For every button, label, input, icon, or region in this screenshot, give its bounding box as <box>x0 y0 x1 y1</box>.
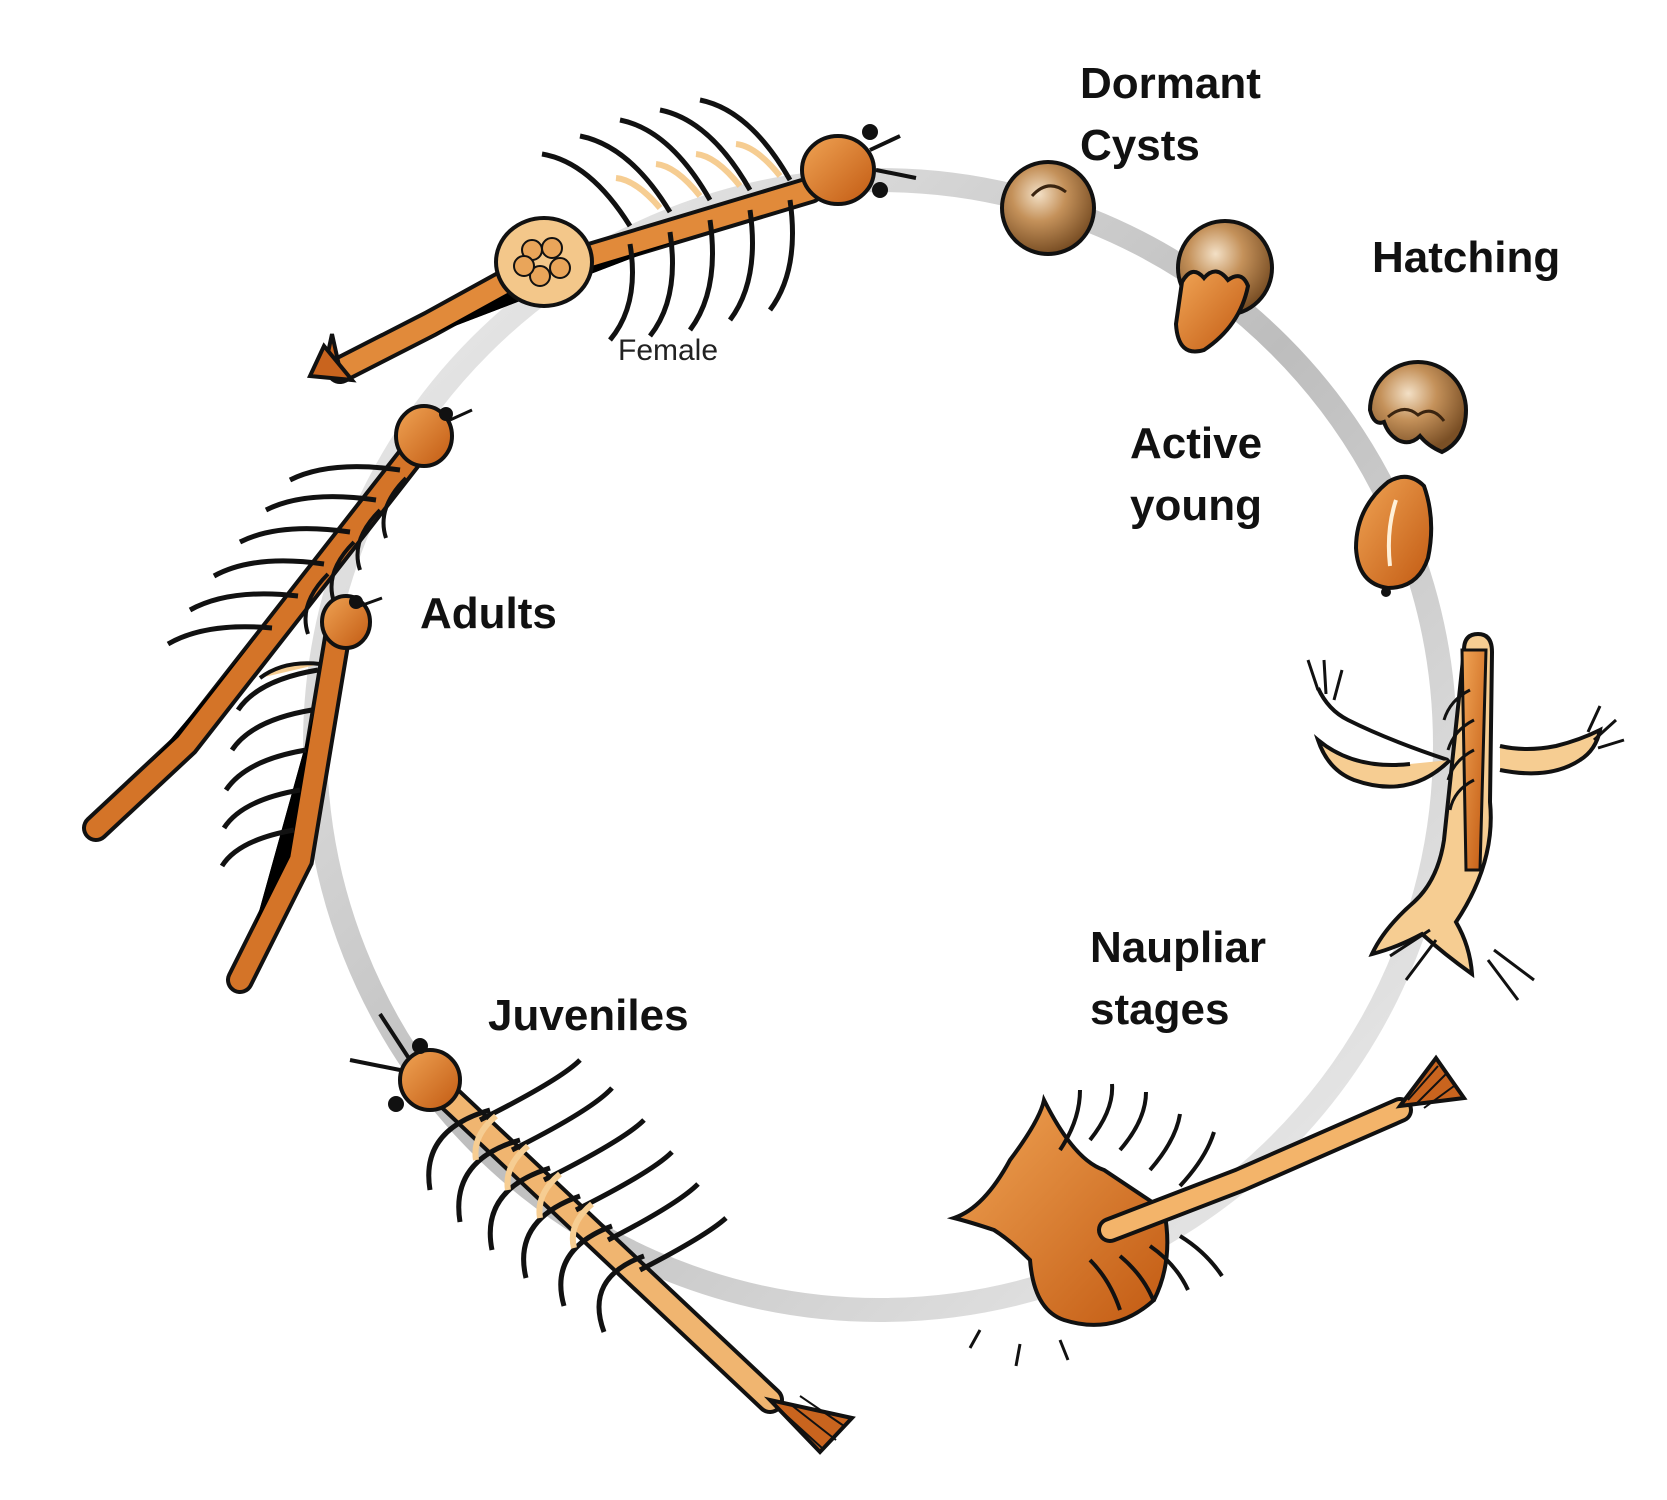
naupliar-stages-label-line2: stages <box>1090 985 1229 1034</box>
adult-pair-illustration <box>82 404 473 994</box>
active-young-illustration <box>1353 360 1469 597</box>
nauplius-illustration <box>1306 631 1625 1001</box>
adults-label: Adults <box>420 589 557 638</box>
dormant-cysts-label: Dormant Cysts <box>1080 59 1273 170</box>
active-young-label: Active young <box>1130 419 1274 530</box>
juveniles-label: Juveniles <box>488 991 689 1040</box>
active-young-label-line2: young <box>1130 481 1262 530</box>
hatching-label: Hatching <box>1372 233 1560 282</box>
dormant-cyst-illustration <box>1000 160 1096 256</box>
hatching-cyst-illustration <box>1173 219 1274 354</box>
metanauplius-illustration <box>946 1054 1468 1367</box>
female-label: Female <box>618 334 718 367</box>
active-young-label-line1: Active <box>1130 419 1262 468</box>
naupliar-stages-label-line1: Naupliar <box>1090 923 1266 972</box>
naupliar-stages-label: Naupliar stages <box>1090 923 1278 1034</box>
female-adult-illustration <box>306 97 917 384</box>
dormant-cysts-label-line1: Dormant <box>1080 59 1261 108</box>
juvenile-illustration <box>349 1012 856 1455</box>
dormant-cysts-label-line2: Cysts <box>1080 121 1200 170</box>
